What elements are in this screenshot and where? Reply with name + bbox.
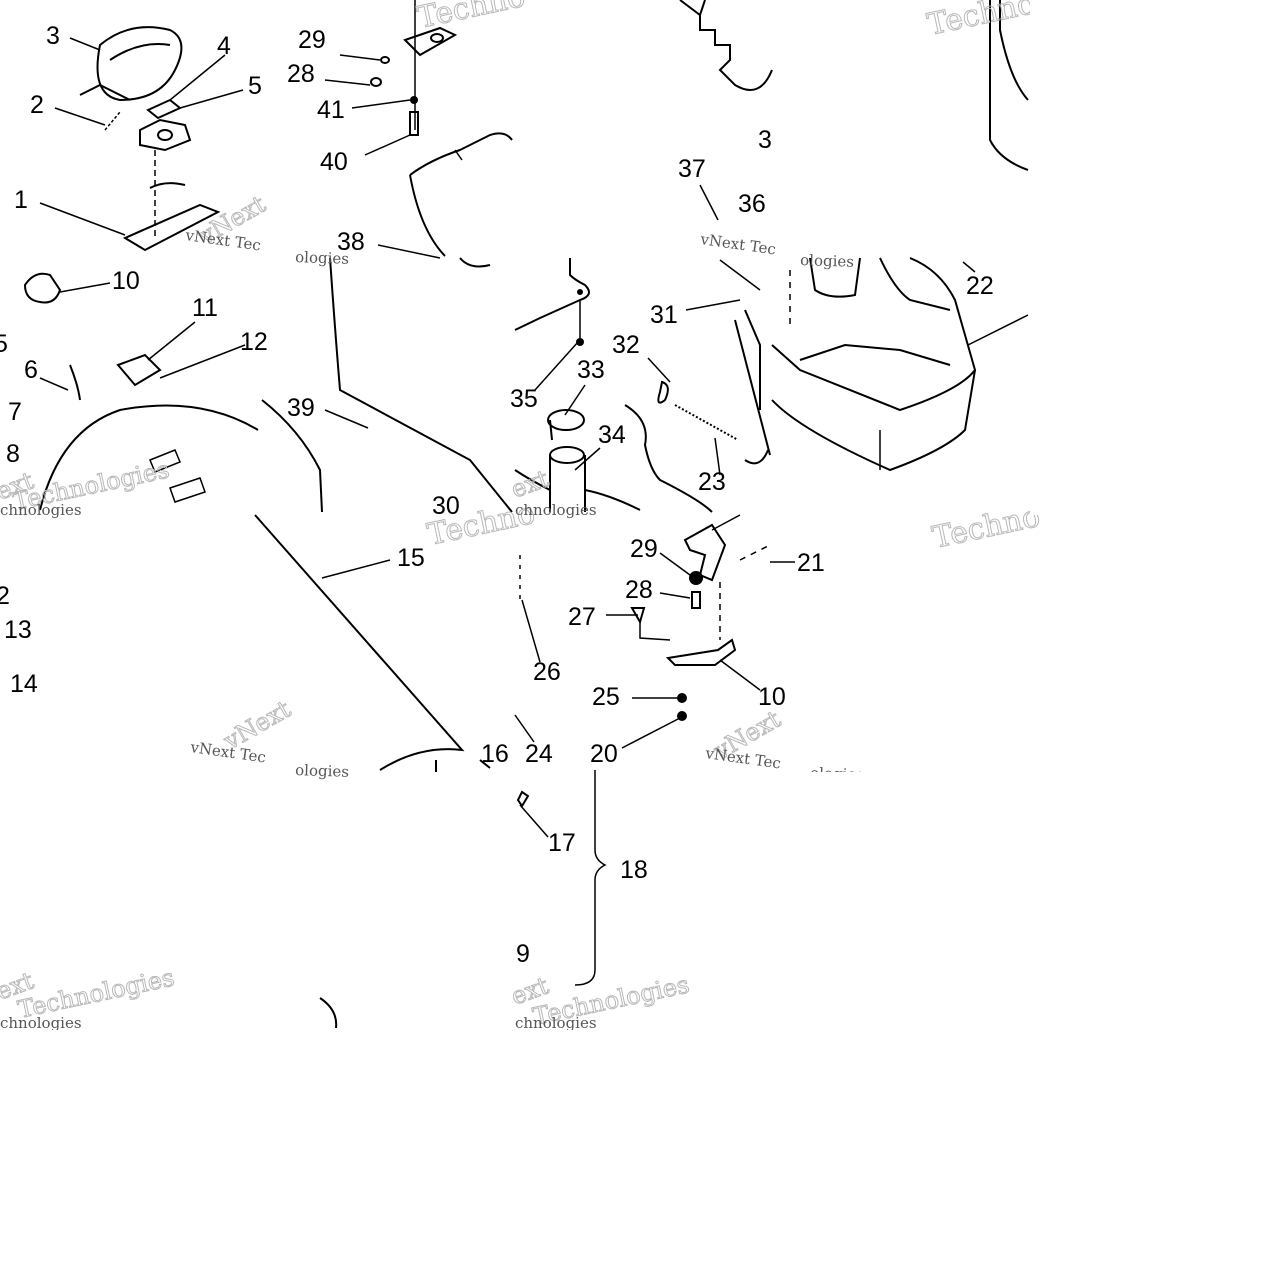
watermark-text: chnologies	[0, 501, 82, 519]
fender-drawing	[514, 0, 773, 513]
watermark-text: vNext Tec	[698, 230, 777, 259]
bracket-fastener-drawing	[261, 0, 513, 513]
callout-label: 2	[30, 91, 44, 119]
watermark-text: Techno	[924, 0, 1038, 43]
callout-label: 10	[758, 683, 786, 711]
callout-label: 35	[510, 385, 538, 413]
callout-label: 15	[397, 544, 425, 572]
watermark-text: chnologies	[515, 1014, 597, 1032]
callout-label: 3	[758, 126, 772, 154]
handle-assembly-drawing	[23, 26, 259, 511]
callout-label: 5	[0, 330, 8, 358]
callout-label: 9	[516, 940, 530, 968]
blank-area	[1030, 0, 1285, 515]
callout-label: 37	[678, 155, 706, 183]
callout-label: 39	[287, 394, 315, 422]
callout-label: 13	[4, 616, 32, 644]
callout-label: 40	[320, 148, 348, 176]
callout-label: 12	[240, 328, 268, 356]
watermark-text: ext	[507, 464, 552, 503]
callout-label: 24	[525, 740, 553, 768]
callout-label: 29	[630, 535, 658, 563]
callout-label: 25	[592, 683, 620, 711]
callout-label: 41	[317, 96, 345, 124]
callout-label: 1	[14, 186, 28, 214]
leader-lines	[39, 37, 976, 986]
tank-drawing	[771, 0, 1029, 472]
callout-label: 16	[481, 740, 509, 768]
callout-label: 18	[620, 856, 648, 884]
callout-label: 36	[738, 190, 766, 218]
callout-label: 17	[548, 829, 576, 857]
callout-label: 26	[533, 658, 561, 686]
callout-label: 22	[966, 272, 994, 300]
callout-label: 6	[24, 356, 38, 384]
callout-label: 2	[0, 582, 10, 610]
watermark-text: ologies	[295, 761, 349, 781]
watermark-text: Techno	[929, 499, 1043, 556]
callout-label: 14	[10, 670, 38, 698]
callout-label: 8	[6, 440, 20, 468]
callout-label: 33	[577, 356, 605, 384]
watermark-text: Techno	[414, 0, 528, 36]
callout-label: 3	[46, 22, 60, 50]
callout-label: 34	[598, 421, 626, 449]
callout-label: 28	[287, 60, 315, 88]
watermark-text: vNext Tec	[183, 226, 262, 255]
callout-label: 10	[112, 267, 140, 295]
callout-label: 29	[298, 26, 326, 54]
watermark-text: ologies	[295, 248, 349, 268]
callout-label: 4	[217, 32, 231, 60]
callout-label: 20	[590, 740, 618, 768]
callout-labels: 3 4 5 2 1 10 11 12 6 7 8 5 29 28 41 40 3…	[0, 22, 994, 968]
watermark-text: ologies	[800, 251, 854, 271]
blank-area	[1030, 560, 1285, 1030]
callout-label: 30	[432, 492, 460, 520]
callout-label: 28	[625, 576, 653, 604]
callout-label: 27	[568, 603, 596, 631]
latch-assembly-drawing	[254, 514, 771, 1029]
callout-label: 31	[650, 301, 678, 329]
callout-label: 23	[698, 468, 726, 496]
callout-label: 32	[612, 331, 640, 359]
watermark-text: chnologies	[0, 1014, 82, 1032]
watermark-text: vNext Tec	[703, 744, 782, 773]
watermark-text: chnologies	[515, 501, 597, 519]
callout-label: 21	[797, 549, 825, 577]
callout-label: 38	[337, 228, 365, 256]
blank-area	[0, 1030, 1285, 1285]
callout-label: 7	[8, 398, 22, 426]
callout-label: 5	[248, 72, 262, 100]
callout-label: 11	[192, 294, 218, 322]
